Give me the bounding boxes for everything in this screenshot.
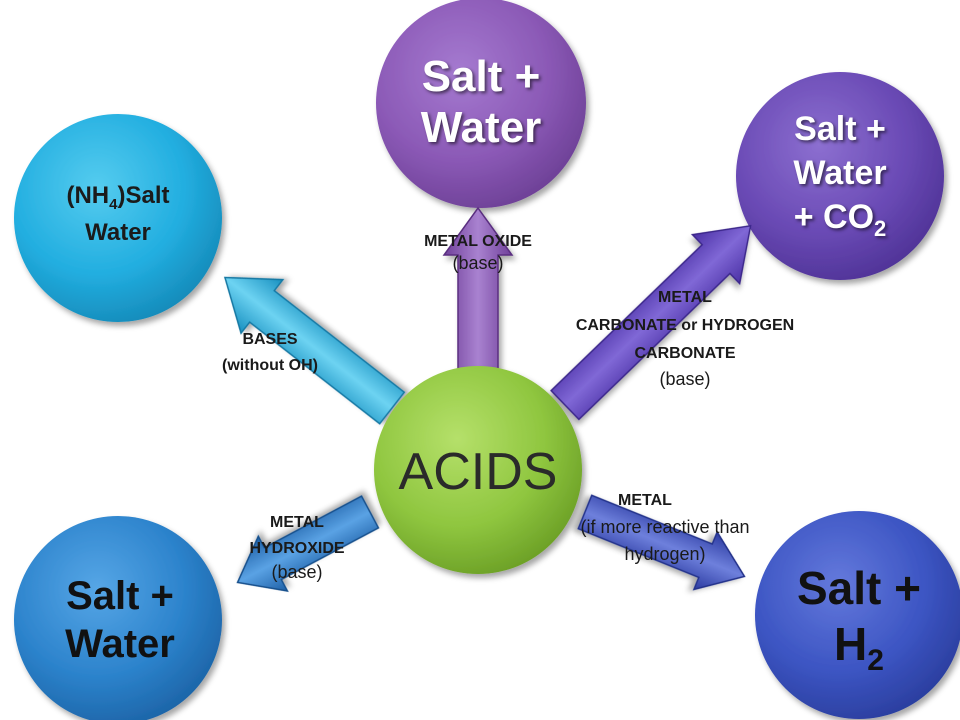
- label-metal-carbonate-line1: METAL: [658, 289, 712, 306]
- arrow-metal-oxide: [442, 206, 514, 371]
- center-label: ACIDS: [398, 443, 558, 501]
- node-lower-right-text: Salt + H2: [768, 550, 950, 690]
- node-circle-top-right: [736, 72, 944, 280]
- node-top-right-line3: + CO2: [793, 197, 887, 241]
- label-metal-carbonate: METAL CARBONATE or HYDROGEN CARBONATE (b…: [540, 284, 830, 391]
- arrow-bases: [223, 276, 406, 425]
- node-upper-left-line2: Water: [85, 218, 151, 246]
- node-top-line1: Salt +: [421, 52, 541, 102]
- label-bases-line2: (without OH): [222, 356, 318, 374]
- label-metal-hydroxide-line1: METAL: [270, 514, 324, 531]
- center-circle: [374, 366, 582, 574]
- node-lower-right-line2: H2: [834, 617, 884, 677]
- node-circle-lower-left: [14, 516, 222, 720]
- node-lower-right-line1: Salt +: [796, 562, 921, 615]
- label-bases: BASES (without OH): [190, 327, 350, 378]
- label-metal-oxide-note: (base): [452, 253, 504, 273]
- node-top-right-line2: Water: [793, 153, 887, 192]
- label-metal: METAL (if more reactive than hydrogen): [540, 488, 790, 568]
- node-top-right-line1: Salt +: [794, 109, 886, 148]
- label-metal-carbonate-line3: CARBONATE: [634, 345, 736, 362]
- node-top-text: Salt + Water: [386, 38, 576, 168]
- node-lower-left-line2: Water: [65, 622, 175, 666]
- label-metal-line2: (if more reactive than: [580, 516, 750, 537]
- node-circle-top: [376, 0, 586, 208]
- label-metal-oxide-name: METAL OXIDE: [424, 233, 532, 250]
- node-top-line2: Water: [420, 103, 542, 152]
- label-metal-hydroxide: METAL HYDROXIDE (base): [222, 510, 372, 584]
- arrow-metal: [577, 494, 746, 591]
- label-metal-line3: hydrogen): [624, 543, 706, 564]
- node-circle-upper-left: [14, 114, 222, 322]
- label-metal-line1: METAL: [618, 492, 672, 509]
- label-metal-carbonate-note: (base): [659, 369, 711, 389]
- label-metal-hydroxide-line2: HYDROXIDE: [249, 539, 345, 557]
- label-metal-hydroxide-note: (base): [271, 562, 323, 583]
- label-metal-oxide: METAL OXIDE (base): [378, 232, 578, 275]
- arrow-metal-carbonate: [550, 224, 752, 421]
- node-circle-lower-right: [755, 511, 960, 719]
- node-lower-left-line1: Salt +: [66, 574, 174, 618]
- node-top-right-text: Salt + Water + CO2: [752, 100, 928, 250]
- label-bases-line1: BASES: [242, 331, 298, 348]
- node-upper-left-text: (NH4)Salt Water: [30, 170, 206, 260]
- label-metal-carbonate-line2: CARBONATE or HYDROGEN: [575, 317, 795, 334]
- node-upper-left-line1: (NH4)Salt: [66, 182, 170, 214]
- arrow-metal-hydroxide: [236, 495, 380, 593]
- node-lower-left-text: Salt + Water: [22, 560, 218, 680]
